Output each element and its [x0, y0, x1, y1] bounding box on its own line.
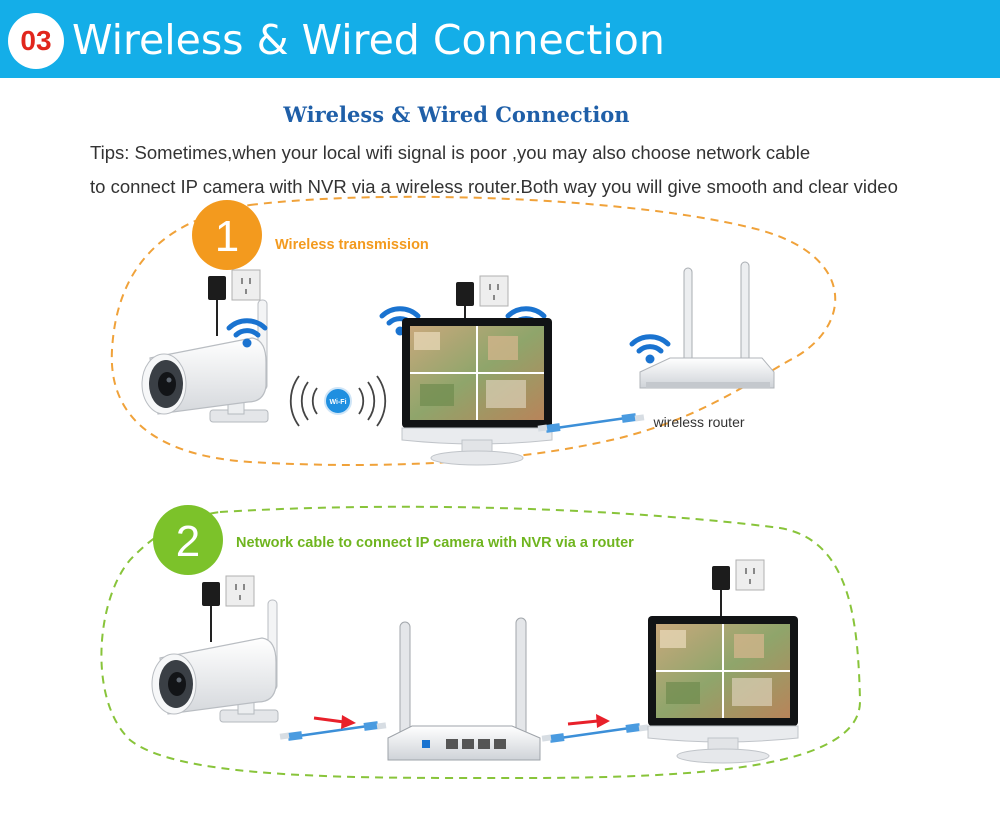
section2-number: 2 [176, 517, 200, 566]
router-icon [388, 618, 540, 760]
section1-label: Wireless transmission [275, 237, 429, 253]
arrow-right-icon [314, 715, 356, 729]
section1-number-badge: 1 [192, 200, 262, 270]
power-adapter-icon [202, 576, 254, 642]
svg-text:Wi-Fi: Wi-Fi [329, 399, 346, 406]
section2-label: Network cable to connect IP camera with … [236, 535, 634, 551]
network-cable-icon [542, 723, 649, 743]
network-cable-icon [538, 413, 645, 433]
ip-camera-icon [152, 600, 278, 722]
section2-number-badge: 2 [153, 505, 223, 575]
wifi-icon [632, 337, 668, 364]
nvr-monitor-icon [402, 318, 552, 465]
arrow-right-icon [568, 714, 610, 728]
wifi-signal-icon: Wi-Fi [291, 376, 386, 426]
router-icon [640, 262, 774, 388]
nvr-monitor-icon [648, 616, 798, 763]
router-caption: wireless router [652, 414, 744, 430]
network-cable-icon [280, 721, 387, 741]
section1-number: 1 [215, 212, 239, 261]
ip-camera-icon [142, 300, 268, 422]
